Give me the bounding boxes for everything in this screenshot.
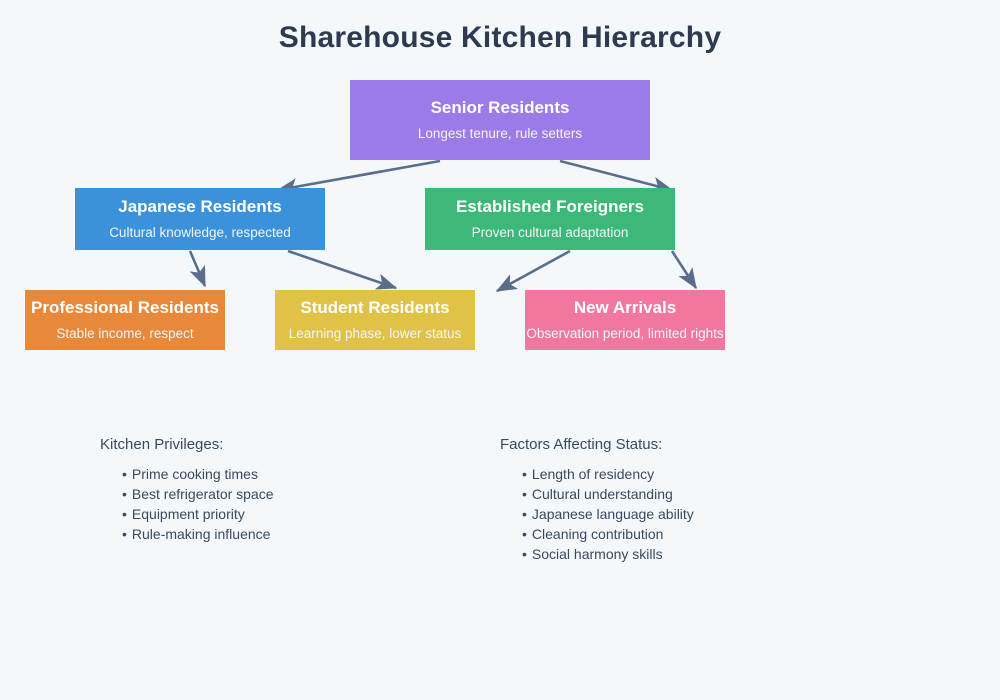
bullet-glyph: • [522, 546, 527, 562]
list-item-label: Rule-making influence [131, 526, 271, 542]
bullet-glyph: • [122, 486, 127, 502]
bullet-glyph: • [522, 526, 527, 542]
list-item: •Best refrigerator space [122, 484, 274, 504]
list-item-label: Japanese language ability [531, 506, 694, 522]
arrow-senior-to-japanese [276, 159, 441, 195]
bullet-glyph: • [122, 526, 127, 542]
list-item: •Length of residency [522, 464, 694, 484]
kitchen-privileges-heading: Kitchen Privileges: [100, 436, 224, 453]
arrow-japanese-to-student [287, 249, 398, 290]
bullet-glyph: • [522, 506, 527, 522]
bullet-glyph: • [122, 506, 127, 522]
bullet-glyph: • [122, 466, 127, 482]
list-item-label: Social harmony skills [531, 546, 663, 562]
arrow-senior-to-established [559, 159, 674, 194]
node-title: Senior Residents [430, 98, 570, 118]
list-item: •Rule-making influence [122, 524, 274, 544]
node-subtitle: Longest tenure, rule setters [417, 126, 583, 142]
list-item: •Equipment priority [122, 504, 274, 524]
list-item: •Prime cooking times [122, 464, 274, 484]
arrow-japanese-to-professional [188, 250, 207, 288]
node-senior-residents[interactable]: Senior Residents Longest tenure, rule se… [350, 80, 650, 160]
list-item: •Cultural understanding [522, 484, 694, 504]
node-subtitle: Stable income, respect [56, 326, 194, 342]
node-title: Established Foreigners [456, 197, 644, 217]
list-item-label: Cultural understanding [531, 486, 673, 502]
node-new-arrivals[interactable]: New Arrivals Observation period, limited… [525, 290, 725, 350]
node-subtitle: Proven cultural adaptation [471, 225, 629, 241]
status-factors-list: •Length of residency•Cultural understand… [500, 464, 694, 564]
bullet-glyph: • [522, 466, 527, 482]
node-japanese-residents[interactable]: Japanese Residents Cultural knowledge, r… [75, 188, 325, 250]
node-professional-residents[interactable]: Professional Residents Stable income, re… [25, 290, 225, 350]
node-title: Student Residents [300, 298, 450, 318]
list-item-label: Cleaning contribution [531, 526, 664, 542]
node-subtitle: Observation period, limited rights [526, 326, 724, 342]
status-factors-heading: Factors Affecting Status: [500, 436, 663, 453]
bullet-glyph: • [522, 486, 527, 502]
kitchen-privileges-list: •Prime cooking times•Best refrigerator s… [100, 464, 274, 544]
arrow-established-to-student [495, 249, 571, 293]
list-item: •Japanese language ability [522, 504, 694, 524]
node-title: Professional Residents [30, 298, 219, 318]
node-title: Japanese Residents [118, 197, 282, 217]
arrow-established-to-newarrivals [670, 250, 698, 290]
list-item-label: Equipment priority [131, 506, 245, 522]
node-student-residents[interactable]: Student Residents Learning phase, lower … [275, 290, 475, 350]
list-item: •Cleaning contribution [522, 524, 694, 544]
node-subtitle: Learning phase, lower status [288, 326, 462, 342]
node-title: New Arrivals [573, 298, 677, 318]
list-item-label: Prime cooking times [131, 466, 258, 482]
list-item-label: Length of residency [531, 466, 655, 482]
page-title: Sharehouse Kitchen Hierarchy [278, 21, 722, 54]
list-item-label: Best refrigerator space [131, 486, 274, 502]
list-item: •Social harmony skills [522, 544, 694, 564]
node-subtitle: Cultural knowledge, respected [109, 225, 291, 241]
kitchen-privileges-block: Kitchen Privileges: •Prime cooking times… [100, 437, 274, 544]
node-established-foreigners[interactable]: Established Foreigners Proven cultural a… [425, 188, 675, 250]
status-factors-block: Factors Affecting Status: •Length of res… [500, 437, 694, 564]
